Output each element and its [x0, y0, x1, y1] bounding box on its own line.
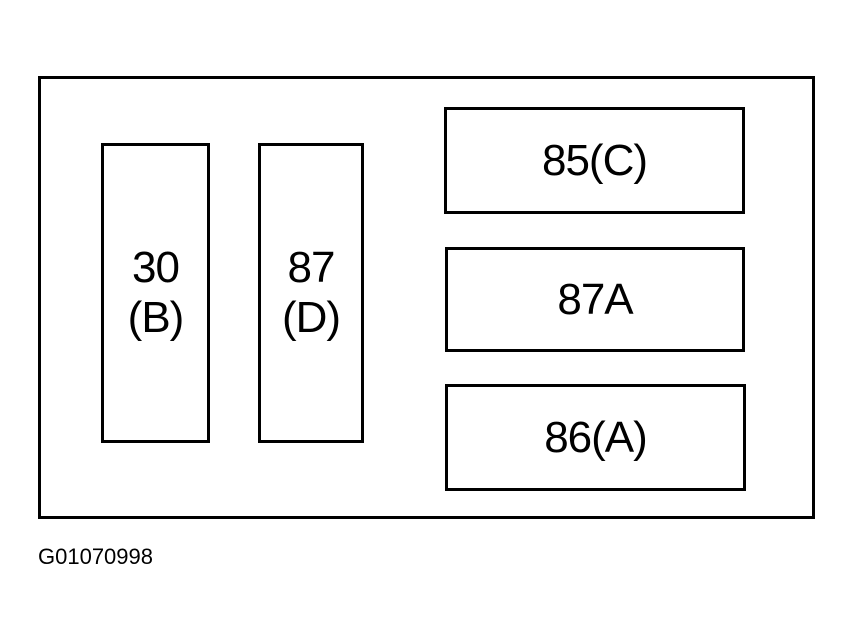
terminal-86-a-label: 86(A) — [544, 412, 648, 462]
terminal-85-c-label: 85(C) — [541, 135, 648, 185]
terminal-letter: (B) — [127, 293, 185, 342]
terminal-87-d: 87 (D) — [258, 143, 364, 443]
terminal-number: 30 — [132, 243, 180, 292]
terminal-87a-label: 87A — [557, 274, 633, 324]
relay-outline — [38, 76, 815, 519]
terminal-30-b-label: 30 (B) — [127, 243, 185, 343]
terminal-86-a: 86(A) — [445, 384, 746, 491]
terminal-85-c: 85(C) — [444, 107, 745, 214]
terminal-30-b: 30 (B) — [101, 143, 210, 443]
terminal-number: 87 — [287, 243, 336, 292]
terminal-letter: (D) — [281, 293, 341, 342]
terminal-87-d-label: 87 (D) — [281, 243, 341, 343]
figure-id: G01070998 — [38, 544, 153, 569]
terminal-87a: 87A — [445, 247, 745, 352]
